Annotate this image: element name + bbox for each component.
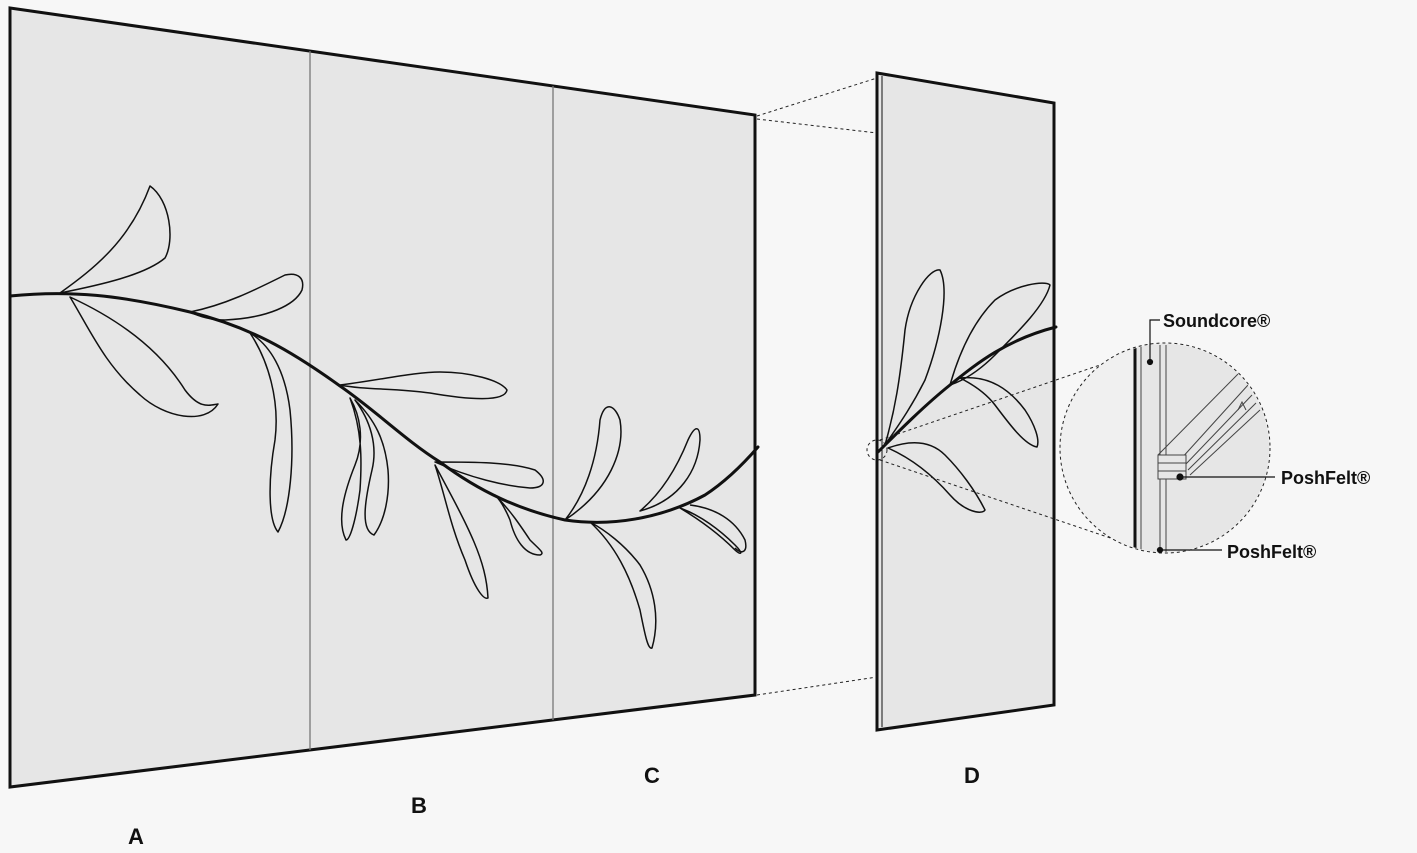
- leaf: [494, 494, 543, 556]
- leaf: [59, 185, 171, 294]
- leaf: [887, 441, 986, 513]
- leaf: [959, 376, 1039, 448]
- leaf: [564, 406, 622, 521]
- callout-poshfelt-back: PoshFelt®: [1227, 542, 1317, 562]
- leaf: [354, 399, 390, 536]
- callout-poshfelt-face: PoshFelt®: [1281, 468, 1371, 488]
- panel-label-b: B: [411, 793, 427, 818]
- vine-stem: [8, 292, 760, 524]
- callout-soundcore: Soundcore®: [1163, 311, 1271, 331]
- leaf: [69, 296, 219, 418]
- panel-label-a: A: [128, 824, 144, 849]
- detail-magnifier: [1059, 319, 1275, 554]
- vine-leaves-panel-b: [339, 371, 544, 599]
- detail-cross-section: [1133, 344, 1269, 552]
- wall-panels-abc: [8, 6, 760, 789]
- leader-dot-poshfelt-back: [1156, 546, 1164, 554]
- leaf: [589, 521, 657, 649]
- wall-surface: [8, 6, 757, 789]
- leaf: [189, 273, 304, 321]
- leaf: [639, 428, 701, 512]
- leaf: [689, 504, 747, 553]
- leaf: [340, 397, 362, 541]
- leaf: [249, 332, 293, 533]
- leader-dot-soundcore: [1146, 358, 1154, 366]
- callout-leaders: [1146, 319, 1275, 554]
- panel-d-face: [875, 71, 1056, 732]
- projection-lines: [756, 77, 878, 696]
- panel-label-c: C: [644, 763, 660, 788]
- leader-soundcore: [1149, 319, 1160, 362]
- panel-label-d: D: [964, 763, 980, 788]
- vine-panel-d: [876, 269, 1058, 513]
- leaf: [679, 507, 742, 554]
- vine-leaves-panel-c: [564, 406, 747, 649]
- leaf: [949, 282, 1051, 386]
- leader-dot-poshfelt-face: [1176, 473, 1184, 481]
- zoom-lines: [866, 364, 1141, 549]
- leaf: [434, 464, 489, 599]
- panel-d: [875, 71, 1058, 732]
- leaf: [339, 371, 508, 400]
- leaf: [884, 269, 945, 446]
- leaf: [434, 461, 544, 489]
- vine-leaves-panel-a: [59, 185, 304, 533]
